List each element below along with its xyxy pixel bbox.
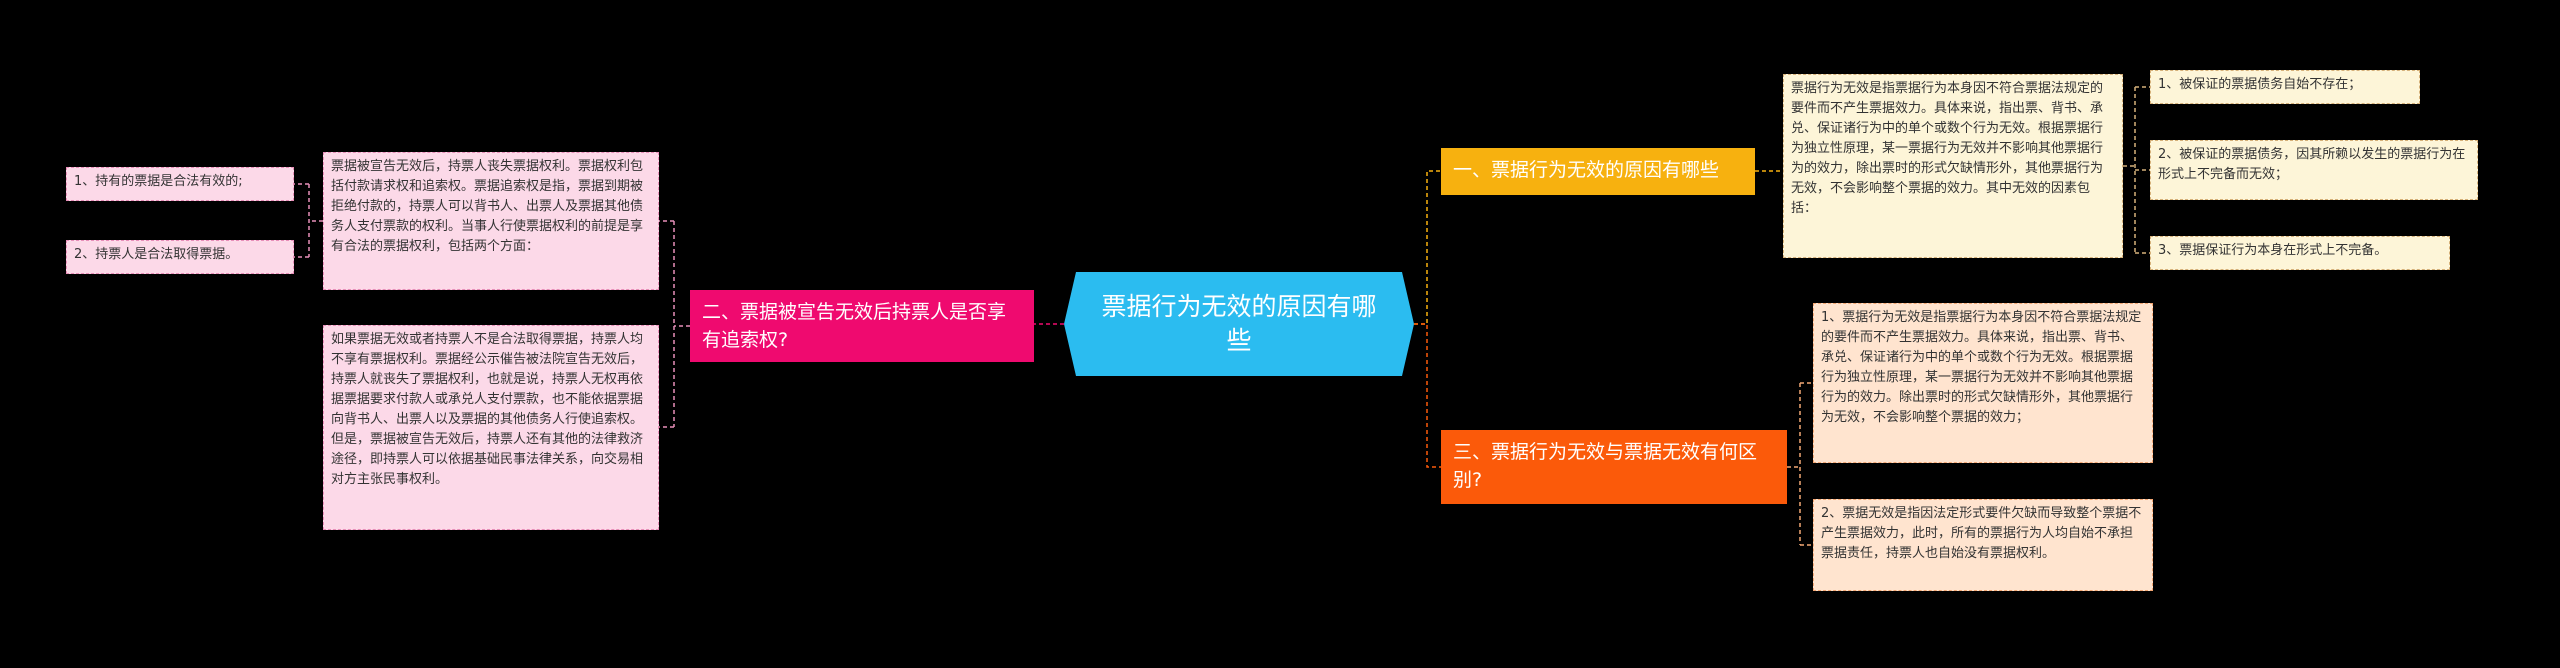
difference-point-2-text: 2、票据无效是指因法定形式要件欠缺而导致整个票据不产生票据效力，此时，所有的票据… [1821,506,2142,561]
branch-1-description[interactable]: 票据行为无效是指票据行为本身因不符合票据法规定的要件而不产生票据效力。具体来说，… [1783,74,2123,258]
branch-3-difference[interactable]: 三、票据行为无效与票据无效有何区别? [1441,430,1787,504]
branch-2-recourse[interactable]: 二、票据被宣告无效后持票人是否享有追索权? [690,290,1034,362]
branch-2-detail-2[interactable]: 如果票据无效或者持票人不是合法取得票据，持票人均不享有票据权利。票据经公示催告被… [323,325,659,530]
connector-detail-conditions [294,183,323,258]
connector-branch2-details [659,220,690,428]
connector-description-causes [2123,86,2150,254]
cause-item-3[interactable]: 3、票据保证行为本身在形式上不完备。 [2150,236,2450,270]
connector-center-branch1 [1414,170,1441,325]
connector-branch3-points [1787,382,1813,546]
cause-item-2-text: 2、被保证的票据债务，因其所赖以发生的票据行为在形式上不完备而无效； [2158,147,2466,182]
branch-2-detail-2-text: 如果票据无效或者持票人不是合法取得票据，持票人均不享有票据权利。票据经公示催告被… [331,332,644,487]
condition-item-1[interactable]: 1、持有的票据是合法有效的; [66,167,294,201]
cause-item-1-text: 1、被保证的票据债务自始不存在； [2158,77,2362,92]
cause-item-3-text: 3、票据保证行为本身在形式上不完备。 [2158,243,2388,258]
cause-item-1[interactable]: 1、被保证的票据债务自始不存在； [2150,70,2420,104]
branch-2-detail-1[interactable]: 票据被宣告无效后，持票人丧失票据权利。票据权利包括付款请求权和追索权。票据追索权… [323,152,659,290]
branch-3-label: 三、票据行为无效与票据无效有何区别? [1453,441,1758,491]
branch-2-label: 二、票据被宣告无效后持票人是否享有追索权? [702,301,1007,351]
branch-1-label: 一、票据行为无效的原因有哪些 [1453,159,1720,181]
condition-item-2-text: 2、持票人是合法取得票据。 [74,247,239,262]
central-topic[interactable]: 票据行为无效的原因有哪些 [1064,272,1414,376]
condition-item-1-text: 1、持有的票据是合法有效的; [74,174,243,189]
cause-item-2[interactable]: 2、被保证的票据债务，因其所赖以发生的票据行为在形式上不完备而无效； [2150,140,2478,200]
condition-item-2[interactable]: 2、持票人是合法取得票据。 [66,240,294,274]
branch-1-causes[interactable]: 一、票据行为无效的原因有哪些 [1441,148,1755,195]
branch-2-detail-1-text: 票据被宣告无效后，持票人丧失票据权利。票据权利包括付款请求权和追索权。票据追索权… [331,159,644,254]
difference-point-1[interactable]: 1、票据行为无效是指票据行为本身因不符合票据法规定的要件而不产生票据效力。具体来… [1813,303,2153,463]
branch-1-description-text: 票据行为无效是指票据行为本身因不符合票据法规定的要件而不产生票据效力。具体来说，… [1791,81,2104,216]
connector-center-branch3 [1414,323,1441,468]
difference-point-1-text: 1、票据行为无效是指票据行为本身因不符合票据法规定的要件而不产生票据效力。具体来… [1821,310,2142,425]
difference-point-2[interactable]: 2、票据无效是指因法定形式要件欠缺而导致整个票据不产生票据效力，此时，所有的票据… [1813,499,2153,591]
central-topic-label: 票据行为无效的原因有哪些 [1101,292,1377,355]
